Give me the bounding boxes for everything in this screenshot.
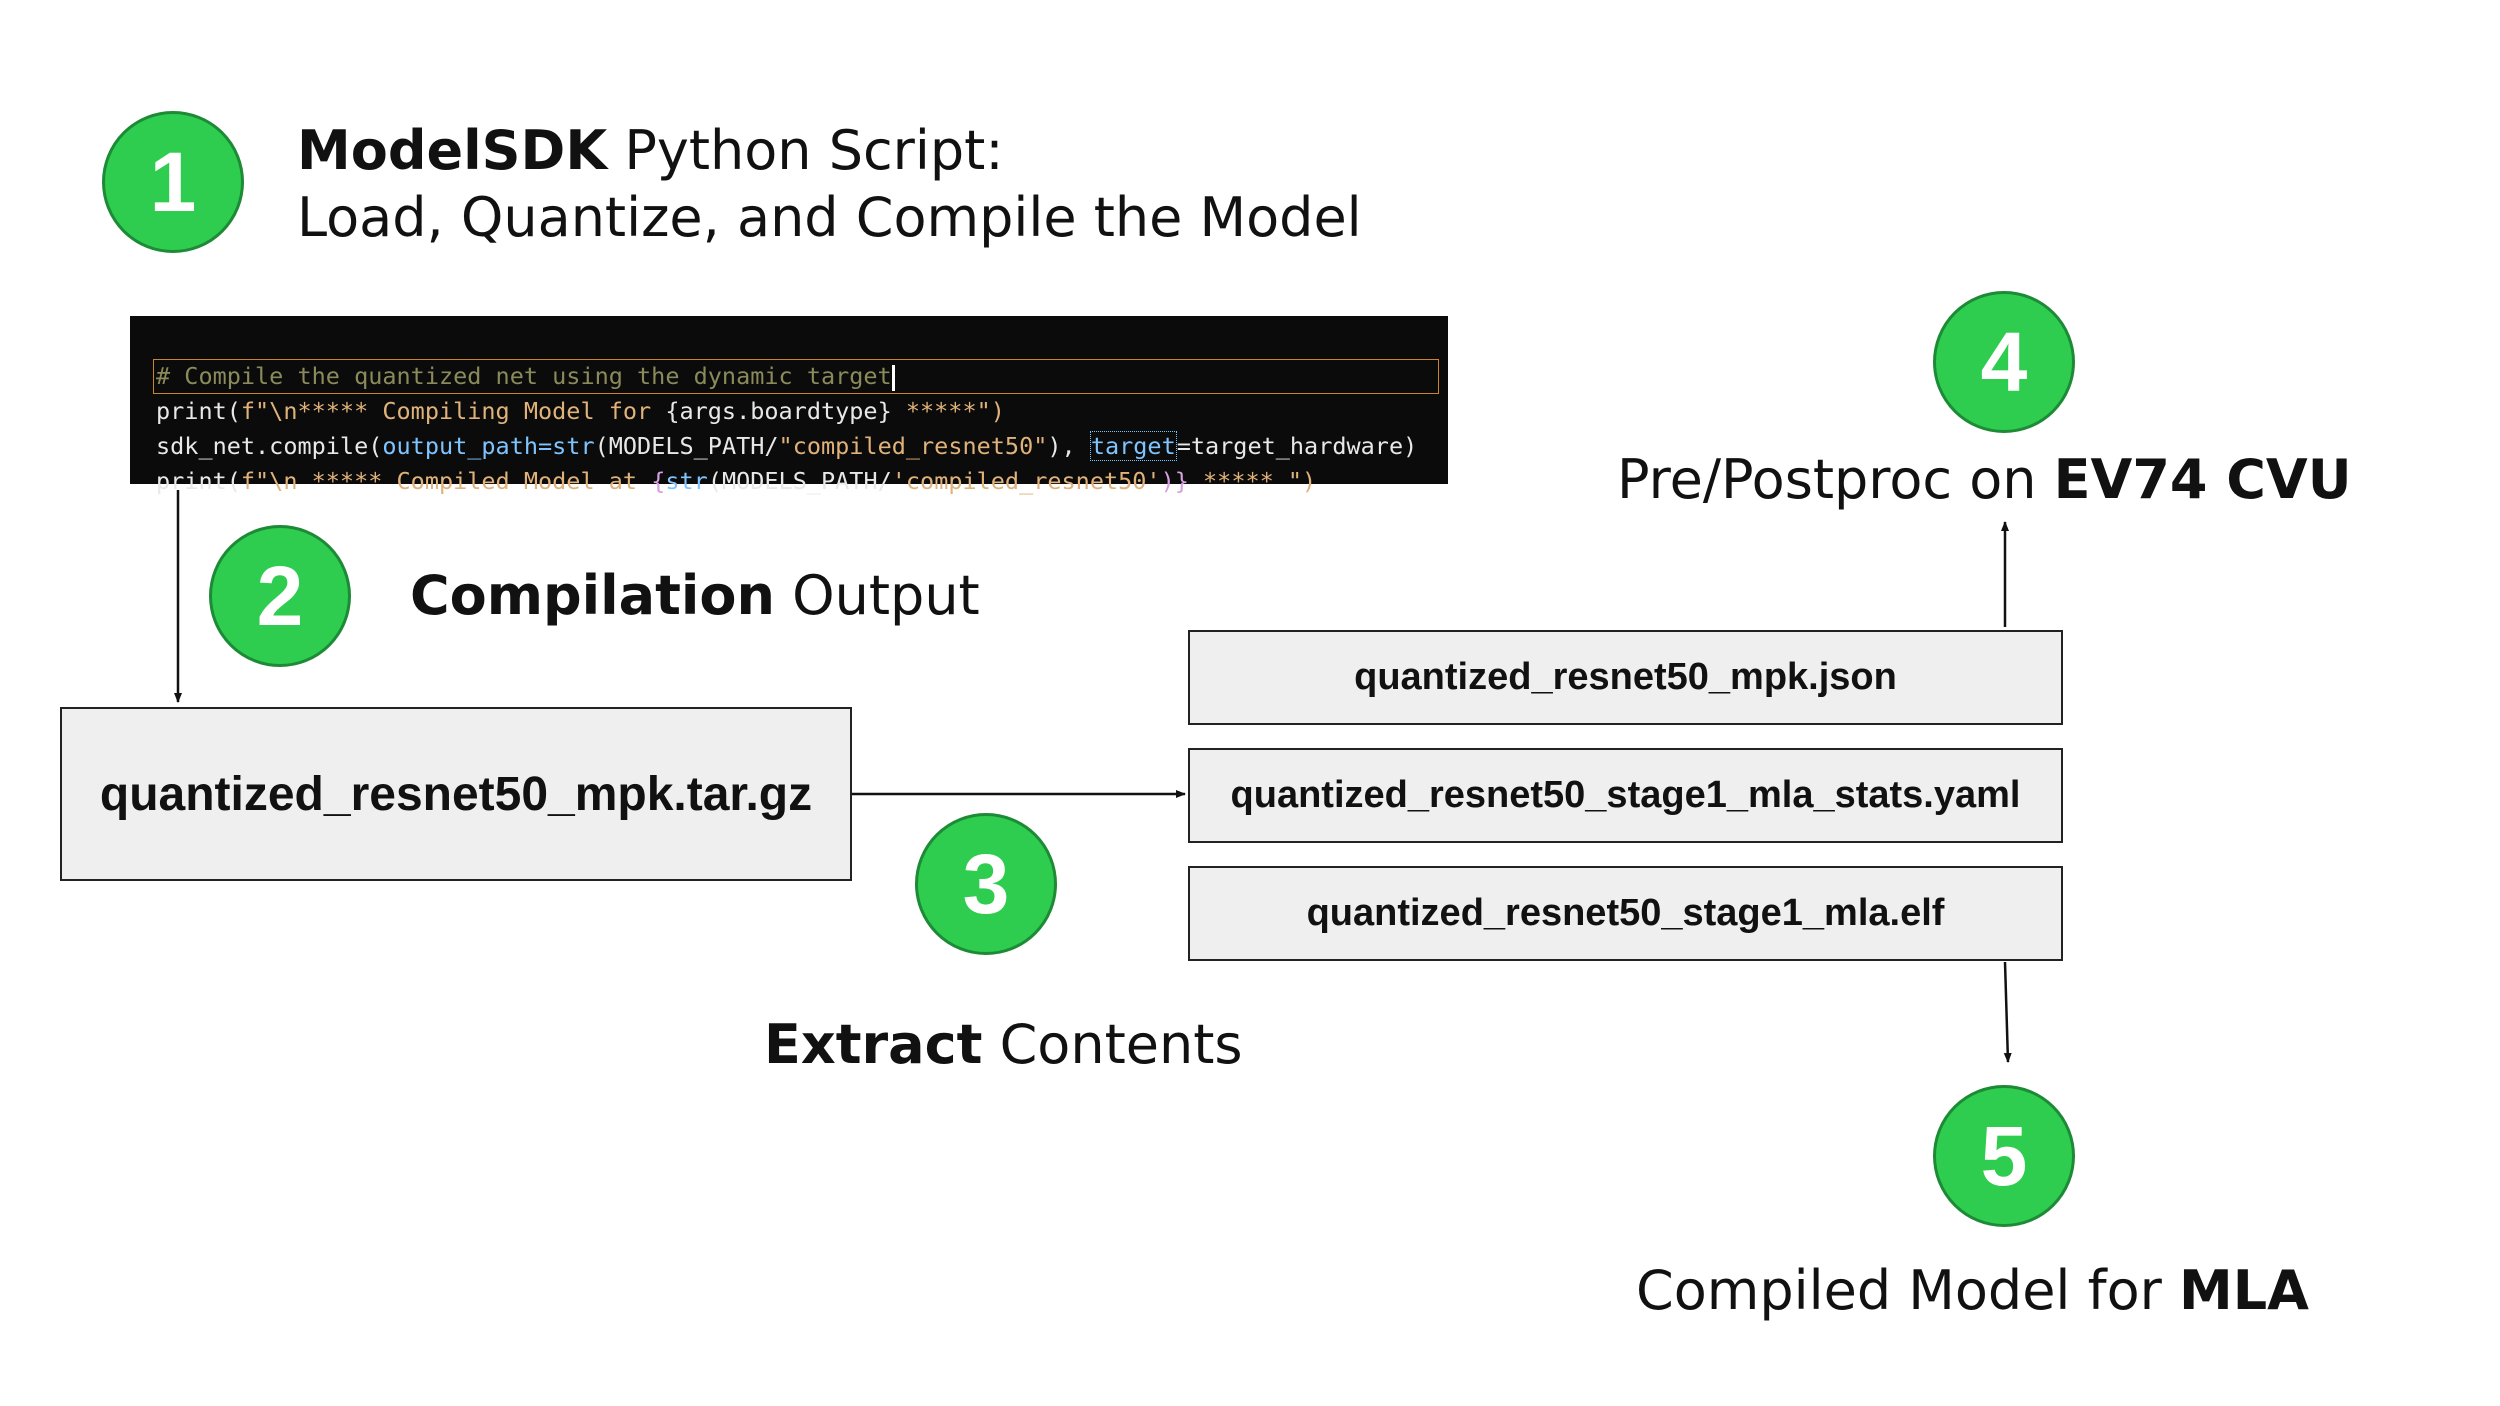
text-cursor (891, 364, 895, 391)
step-5-badge: 5 (1933, 1085, 2075, 1227)
step-3-badge: 3 (915, 813, 1057, 955)
step-4-title: Pre/Postproc on EV74 CVU (1617, 447, 2352, 513)
step-5-title-bold: MLA (2179, 1259, 2309, 1322)
step-1-number: 1 (149, 134, 197, 229)
step-4-number: 4 (1980, 314, 2028, 409)
step-5-number: 5 (1980, 1108, 2028, 1203)
step-3-title-bold: Extract (764, 1013, 983, 1076)
code-line-2: print(f"\n***** Compiling Model for {arg… (156, 397, 1005, 425)
step-4-title-pre: Pre/Postproc on (1617, 448, 2054, 511)
archive-file-box: quantized_resnet50_mpk.tar.gz (60, 707, 852, 881)
code-line-1: # Compile the quantized net using the dy… (153, 359, 1439, 394)
step-2-title-bold: Compilation (410, 564, 775, 627)
archive-file-name: quantized_resnet50_mpk.tar.gz (99, 767, 813, 821)
step-1-title: ModelSDK Python Script: (297, 118, 1004, 184)
code-snippet: # Compile the quantized net using the dy… (130, 316, 1448, 495)
step-2-title: Compilation Output (410, 563, 980, 629)
step-1-subtitle: Load, Quantize, and Compile the Model (297, 186, 1362, 249)
extracted-file-yaml: quantized_resnet50_stage1_mla_stats.yaml (1188, 748, 2063, 843)
extracted-file-name: quantized_resnet50_mpk.json (1354, 656, 1897, 698)
step-3-number: 3 (962, 836, 1010, 931)
step-3-title-rest: Contents (982, 1013, 1243, 1076)
step-3-title: Extract Contents (764, 1012, 1243, 1078)
extracted-file-name: quantized_resnet50_stage1_mla.elf (1306, 892, 1945, 934)
step-1-badge: 1 (102, 111, 244, 253)
step-5-title: Compiled Model for MLA (1636, 1258, 2309, 1324)
step-2-title-rest: Output (774, 564, 980, 627)
code-line-3: sdk_net.compile(output_path=str(MODELS_P… (156, 431, 1418, 461)
code-line-4: print(f"\n ***** Compiled Model at {str(… (156, 467, 1317, 495)
step-4-title-bold: EV74 CVU (2053, 448, 2352, 511)
extracted-file-json: quantized_resnet50_mpk.json (1188, 630, 2063, 725)
extracted-file-name: quantized_resnet50_stage1_mla_stats.yaml (1230, 774, 2021, 816)
extracted-file-elf: quantized_resnet50_stage1_mla.elf (1188, 866, 2063, 961)
step-2-badge: 2 (209, 525, 351, 667)
step-1-title-bold: ModelSDK (297, 119, 608, 182)
step-5-title-pre: Compiled Model for (1636, 1259, 2180, 1322)
step-2-number: 2 (256, 548, 304, 643)
arrow-elf-to-mla (2003, 961, 2012, 1063)
step-1-title-rest: Python Script: (607, 119, 1004, 182)
step-4-badge: 4 (1933, 291, 2075, 433)
